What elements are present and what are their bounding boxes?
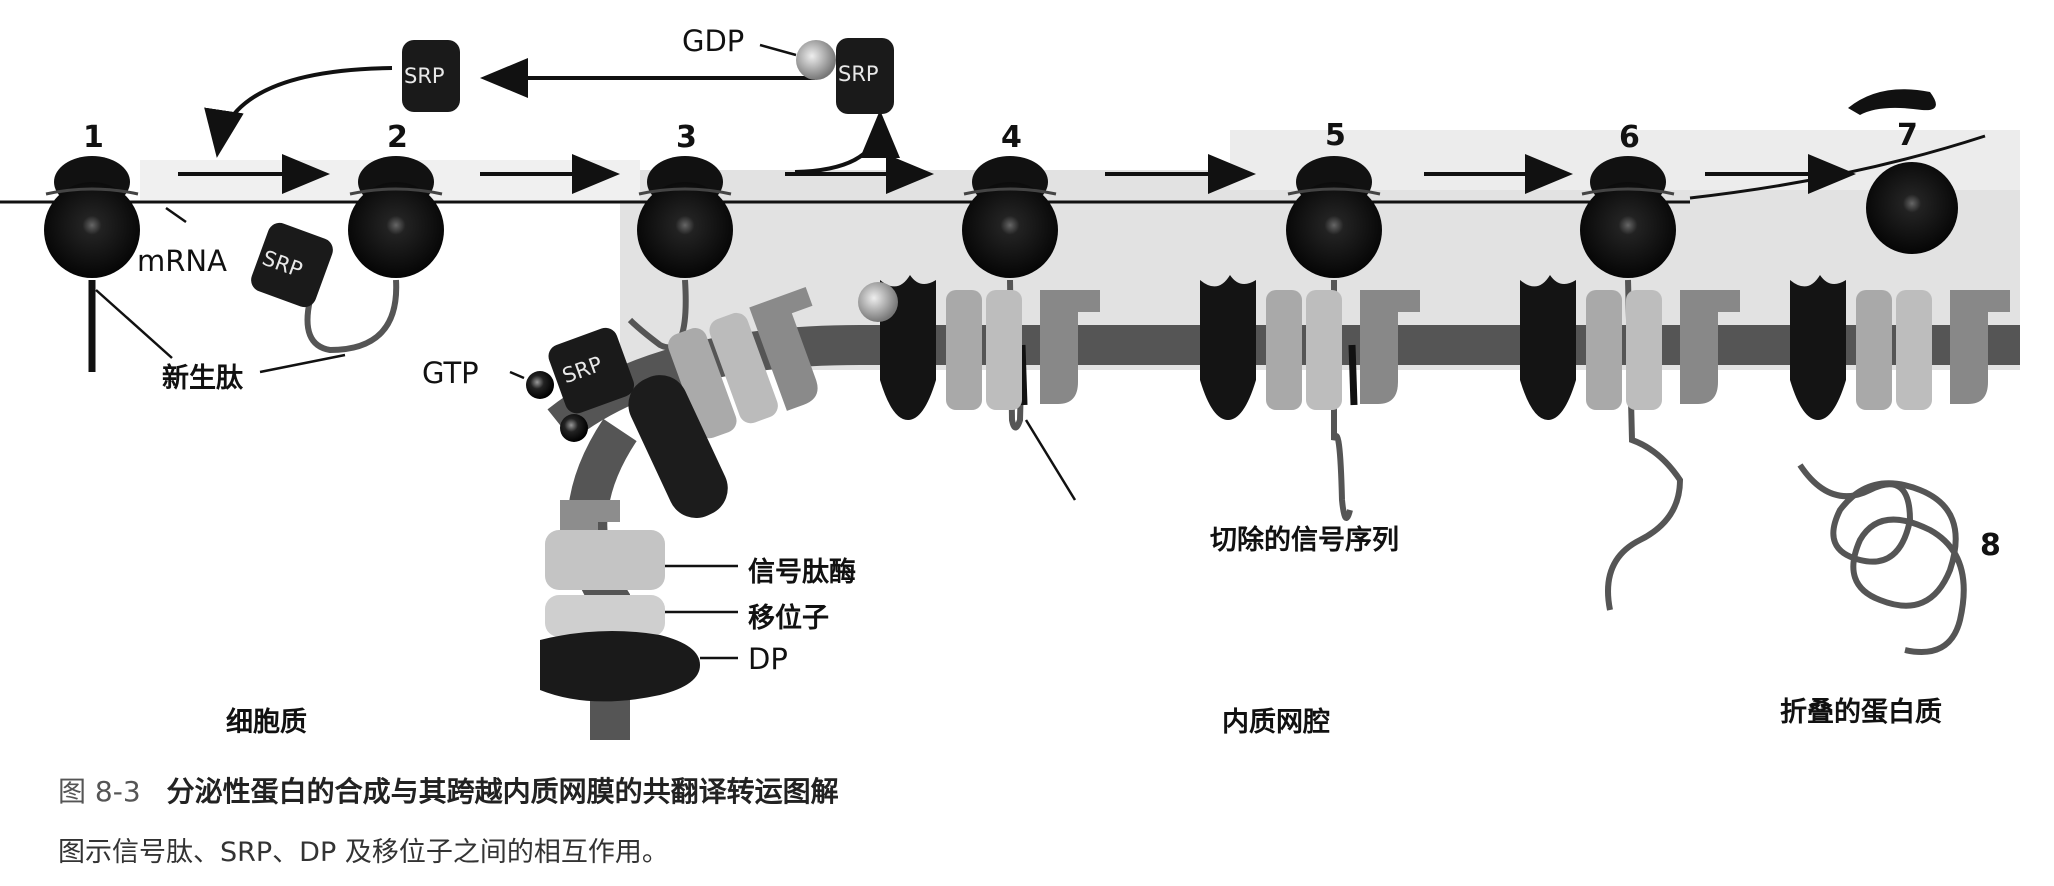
caption-title: 分泌性蛋白的合成与其跨越内质网膜的共翻译转运图解 [166,775,839,808]
translocon-complexes [668,275,2010,439]
step-number-2: 2 [387,120,408,155]
label-signal-peptidase: 信号肽酶 [748,557,856,588]
label-er-lumen: 内质网腔 [1222,707,1330,738]
step-number-6: 6 [1619,120,1640,155]
nascent-peptides [88,261,1684,611]
srp-text-top-left: SRP [404,64,445,88]
label-cytoplasm: 细胞质 [226,707,307,738]
ribosomes [44,89,1958,278]
flow-arrows [178,58,1856,194]
label-nascent-peptide: 新生肽 [162,363,243,394]
caption-subtitle: 图示信号肽、SRP、DP 及移位子之间的相互作用。 [58,837,669,868]
step-number-3: 3 [676,120,697,155]
srp-text-top-right: SRP [838,62,879,86]
srp-dp-complex [509,327,728,518]
figure: SRP SRP SRP SRP 1 2 3 4 5 6 7 8 mRNA 新生肽… [0,24,2020,740]
figure-caption: 图 8-3 分泌性蛋白的合成与其跨越内质网膜的共翻译转运图解 图示信号肽、SRP、… [58,770,2038,869]
step-number-4: 4 [1001,120,1022,155]
figure-number: 图 8-3 [58,775,141,808]
leader-lines [95,206,1077,501]
step-number-8: 8 [1980,528,2001,563]
diagram-graphic [0,38,2020,740]
label-cleaved-signal: 切除的信号序列 [1210,525,1399,556]
caption-line-1: 图 8-3 分泌性蛋白的合成与其跨越内质网膜的共翻译转运图解 [58,770,2038,810]
label-gtp: GTP [422,356,479,390]
step-number-1: 1 [83,120,104,155]
legend-complex [540,500,738,702]
step-number-5: 5 [1325,118,1346,153]
label-gdp: GDP [682,24,745,58]
label-folded-protein: 折叠的蛋白质 [1780,697,1942,728]
label-mrna: mRNA [137,244,227,278]
folded-protein [1797,463,1967,655]
step-number-7: 7 [1897,118,1918,153]
label-dp: DP [748,642,788,676]
free-srp [251,38,894,308]
label-translocon: 移位子 [748,603,829,634]
